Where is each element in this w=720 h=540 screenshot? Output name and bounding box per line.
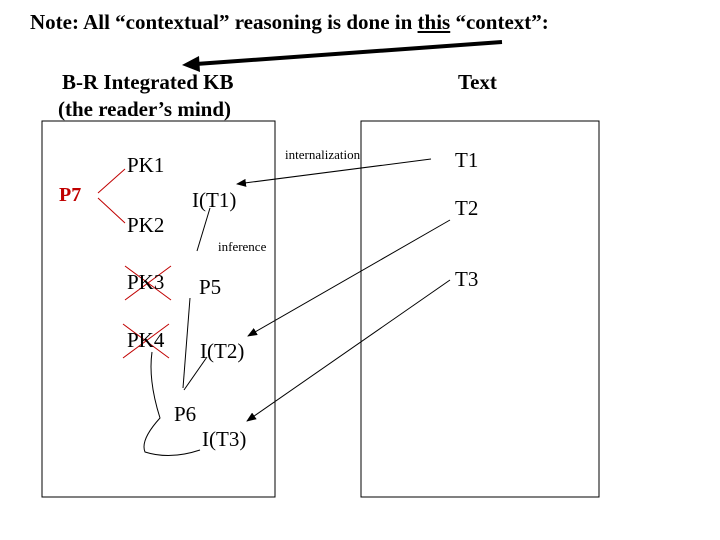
pk4-label: PK4 <box>127 328 165 352</box>
t1-to-it1-arrow <box>236 158 432 187</box>
kb-box <box>41 120 276 498</box>
internalization-label: internalization <box>285 147 361 162</box>
it1-label: I(T1) <box>192 188 237 212</box>
t2-label: T2 <box>455 196 479 220</box>
it2-label: I(T2) <box>200 339 245 363</box>
t3-to-it3-arrow <box>246 279 451 422</box>
p7-to-pk1-line <box>97 168 126 194</box>
pk3-strike-2 <box>124 265 172 301</box>
t2-to-it2-arrow <box>247 219 451 337</box>
pk1-label: PK1 <box>127 153 165 177</box>
text-title: Text <box>458 70 497 94</box>
p6-label: P6 <box>174 402 197 426</box>
note-text-underlined: this <box>417 10 451 34</box>
it2-to-p6-line <box>183 356 208 391</box>
t1-label: T1 <box>455 148 479 172</box>
p5-label: P5 <box>199 275 222 299</box>
inference-line <box>196 207 211 252</box>
kb-title-line2: (the reader’s mind) <box>58 97 232 121</box>
note-to-kb-arrowhead <box>182 56 200 72</box>
text-box <box>360 120 600 498</box>
note-line: Note: All “contextual” reasoning is done… <box>30 12 549 33</box>
note-text-before: Note: All “contextual” reasoning is done… <box>30 10 418 34</box>
p7-label: P7 <box>59 184 82 206</box>
kb-title-line1: B-R Integrated KB <box>62 70 234 94</box>
p5-to-p6-line <box>182 297 191 389</box>
inference-label: inference <box>218 239 267 254</box>
p7-to-pk2-line <box>97 197 126 224</box>
t3-label: T3 <box>455 267 479 291</box>
pk4-to-p6-curve <box>143 351 201 456</box>
note-text-after: “context”: <box>450 10 549 34</box>
pk2-label: PK2 <box>127 213 165 237</box>
pk4-strike-2 <box>122 323 170 359</box>
pk3-label: PK3 <box>127 270 165 294</box>
note-to-kb-arrow <box>195 40 503 66</box>
it3-label: I(T3) <box>202 427 247 451</box>
